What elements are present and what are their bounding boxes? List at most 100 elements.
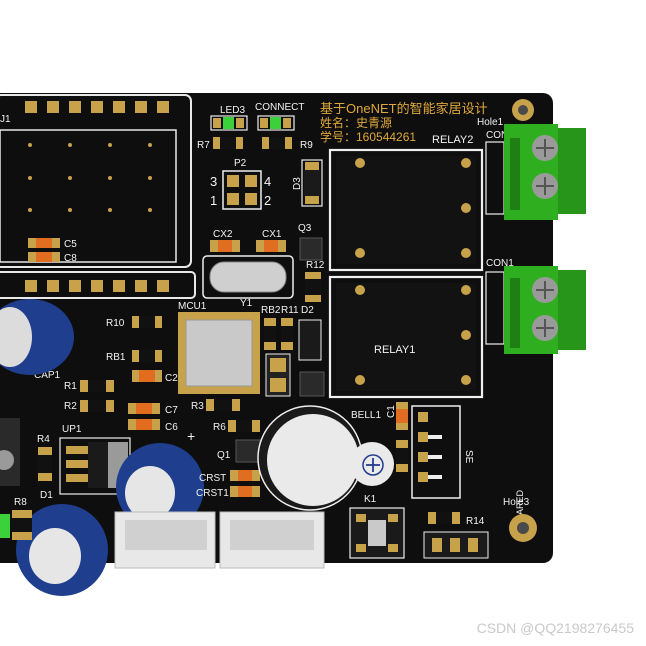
capacitor-large-2: [16, 504, 108, 596]
cap-c6: [128, 419, 160, 430]
resistor-r1: [80, 380, 114, 392]
label-c7: C7: [165, 405, 178, 416]
p2-pins: [227, 175, 257, 205]
label-relay1: RELAY1: [374, 344, 415, 356]
label-con1: CON1: [486, 258, 514, 269]
board-id: 学号：160544261: [320, 129, 416, 144]
relay2: [328, 148, 484, 272]
cap-c2: [132, 370, 162, 382]
label-r1: R1: [64, 381, 77, 392]
capacitor-large-1: [116, 443, 204, 531]
label-k1: K1: [364, 494, 377, 505]
terminal-con2: [485, 124, 586, 220]
label-rb2: RB2: [261, 305, 281, 316]
label-hole3: Hole3: [503, 497, 530, 508]
label-relay2: RELAY2: [432, 134, 473, 146]
label-r14: R14: [466, 516, 485, 527]
transistor-q3: [299, 237, 323, 261]
hole3: [509, 514, 537, 542]
polarity-plus: +: [187, 428, 195, 444]
label-bell1: BELL1: [351, 410, 381, 421]
header-se: [411, 405, 461, 499]
p2-pin1: 1: [210, 193, 217, 208]
label-p2: P2: [234, 158, 247, 169]
cap-crst: [230, 470, 260, 481]
header-infrared: [423, 531, 489, 559]
header-top: [25, 101, 169, 113]
label-led3: LED3: [220, 105, 245, 116]
resistor-r11: [281, 318, 293, 350]
chip-small: [299, 371, 325, 397]
resistor-bell: [396, 440, 408, 472]
terminal-con1: [485, 266, 586, 354]
resistor-r8: [12, 510, 32, 540]
label-r4: R4: [37, 434, 50, 445]
module-outline: [0, 94, 192, 268]
label-rb1: RB1: [106, 352, 126, 363]
resistor-rb2: [264, 318, 276, 350]
label-q3: Q3: [298, 223, 312, 234]
label-r2: R2: [64, 401, 77, 412]
label-cx2: CX2: [213, 229, 233, 240]
label-r3: R3: [191, 401, 204, 412]
header-bottom: [25, 280, 169, 292]
label-c2: C2: [165, 373, 178, 384]
label-crst: CRST: [199, 473, 226, 484]
led-connect: [257, 115, 295, 131]
label-cx1: CX1: [262, 229, 282, 240]
resistor-r12: [305, 272, 321, 302]
cap-crst1: [230, 486, 260, 497]
label-q1: Q1: [217, 450, 231, 461]
p2-pin2: 2: [264, 193, 271, 208]
cap-c5: [28, 238, 60, 248]
button-k1: [349, 507, 405, 559]
label-c6: C6: [165, 422, 178, 433]
p2-outline: [222, 170, 262, 210]
resistor-r6: [228, 420, 260, 432]
resistor-r2: [80, 400, 114, 412]
header-p1: [265, 353, 291, 397]
transistor-q1: [235, 439, 261, 463]
label-c5: C5: [64, 239, 77, 250]
label-d2: D2: [301, 305, 314, 316]
resistor-r10: [132, 316, 162, 328]
label-crst1: CRST1: [196, 488, 229, 499]
resistor-r9: [262, 137, 292, 149]
label-hole1: Hole1: [477, 117, 504, 128]
label-connect: CONNECT: [255, 102, 304, 113]
connector-jst-1: [114, 511, 216, 569]
label-r9: R9: [300, 140, 313, 151]
capacitor-cap1: [0, 299, 74, 375]
label-j1: J1: [0, 114, 11, 125]
watermark: CSDN @QQ2198276455: [476, 620, 634, 636]
label-r6: R6: [213, 422, 226, 433]
resistor-r14: [428, 512, 460, 524]
p2-pin3: 3: [210, 174, 217, 189]
resistor-rb1: [132, 350, 162, 362]
label-r8: R8: [14, 497, 27, 508]
led-d1: [0, 514, 10, 538]
label-c1: C1: [386, 405, 397, 418]
resistor-r7: [213, 137, 243, 149]
diode-d3: [301, 159, 323, 207]
label-c8: C8: [64, 253, 77, 264]
led3: [210, 115, 248, 131]
label-mcu1: MCU1: [178, 301, 207, 312]
component-left-edge: [0, 418, 20, 486]
resistor-r4: [38, 447, 52, 481]
board-name: 姓名：史青源: [320, 115, 392, 130]
diode-d2: [298, 319, 322, 361]
connector-jst-2: [219, 511, 325, 569]
mcu1: [178, 312, 260, 394]
label-r7: R7: [197, 140, 210, 151]
cap-c1: [396, 402, 408, 430]
resistor-r3: [206, 399, 240, 411]
label-d1: D1: [40, 490, 53, 501]
label-r11: R11: [281, 305, 299, 316]
cap-c7: [128, 403, 160, 414]
crystal-y1: [202, 255, 294, 299]
relay1: [328, 275, 484, 399]
hole1: [512, 99, 534, 121]
module-dots: [28, 143, 152, 212]
